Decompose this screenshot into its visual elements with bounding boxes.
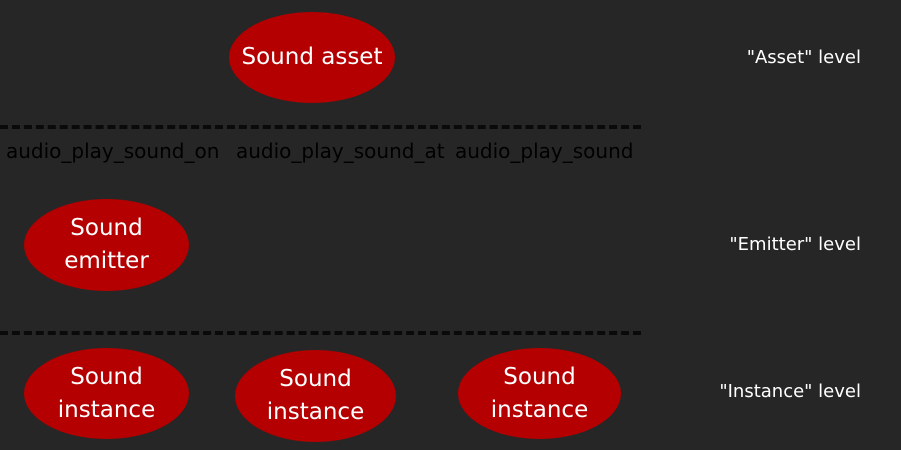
asset-level-label: "Asset" level: [746, 47, 861, 68]
asset-emitter-divider: [0, 125, 641, 129]
sound-instance-label-line1: Sound: [70, 363, 143, 390]
instance-level-label: "Instance" level: [719, 381, 861, 402]
sound-asset-node: Sound asset: [229, 12, 395, 103]
sound-asset-label: Sound asset: [241, 44, 383, 70]
sound-emitter-label-line1: Sound: [70, 215, 143, 241]
sound-emitter-node: Sound emitter: [24, 199, 189, 291]
sound-instance-node: Sound instance: [458, 348, 621, 439]
sound-instance-node: Sound instance: [235, 350, 396, 442]
sound-instance-label-line1: Sound: [279, 366, 352, 392]
sound-instance-label-line2: instance: [57, 396, 156, 423]
sound-instance-label-line2: instance: [490, 396, 589, 423]
sound-instance-node: Sound instance: [24, 348, 189, 439]
sound-instance-label-line1: Sound: [503, 363, 576, 390]
sound-instance-label-line2: instance: [266, 399, 365, 425]
function-label-play-sound-at: audio_play_sound_at: [236, 139, 445, 163]
function-label-play-sound-on: audio_play_sound_on: [6, 139, 220, 163]
emitter-instance-divider: [0, 331, 641, 335]
function-label-play-sound: audio_play_sound: [455, 139, 634, 163]
emitter-level-label: "Emitter" level: [729, 234, 861, 255]
sound-emitter-label-line2: emitter: [64, 248, 149, 274]
